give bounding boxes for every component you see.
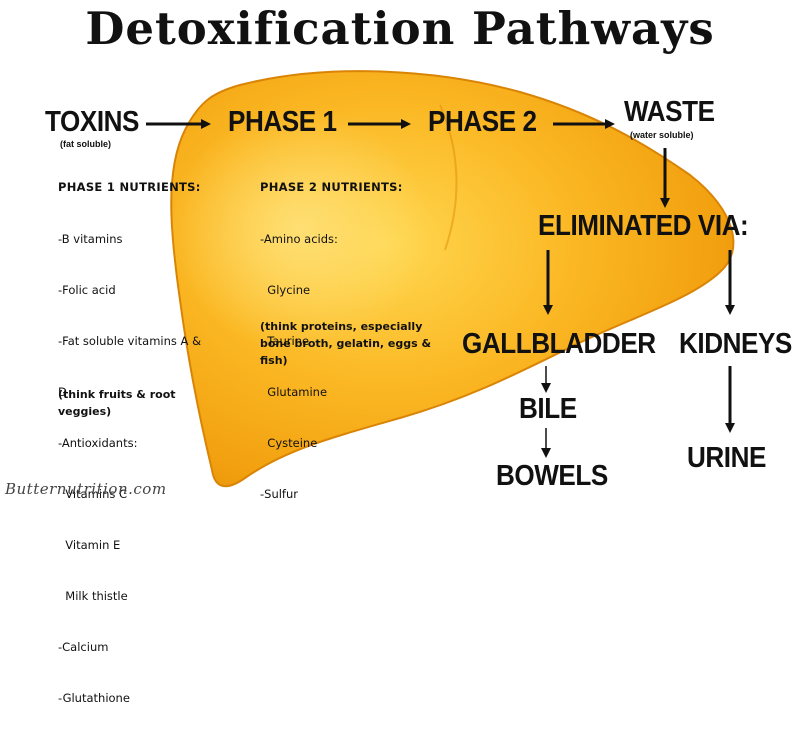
phase1-label: PHASE 1 — [228, 106, 337, 138]
urine-label: URINE — [687, 442, 766, 474]
list-item: Milk thistle — [58, 589, 128, 603]
bile-label: BILE — [519, 393, 577, 425]
toxins-label: TOXINS — [45, 106, 139, 138]
list-item: Taurine — [260, 334, 310, 348]
eliminated-via-label: ELIMINATED VIA: — [538, 210, 749, 242]
list-item: Vitamin E — [58, 538, 121, 552]
list-item: -Amino acids: — [260, 232, 338, 246]
phase1-nutrients-note: (think fruits & root veggies) — [58, 388, 176, 418]
list-item: -Sulfur — [260, 487, 298, 501]
list-item: -Glutathione — [58, 691, 130, 705]
list-item: D — [58, 385, 67, 399]
list-item: -Calcium — [58, 640, 109, 654]
list-item: -Fat soluble vitamins A & — [58, 334, 202, 348]
page-title: Detoxification Pathways — [85, 2, 715, 55]
waste-note: (water soluble) — [630, 130, 694, 140]
phase2-nutrients-list: -Amino acids: Glycine Taurine Glutamine … — [260, 197, 338, 537]
phase2-label: PHASE 2 — [428, 106, 537, 138]
watermark-text: Butternutrition.com — [5, 480, 167, 498]
list-item: -Antioxidants: — [58, 436, 138, 450]
diagram: Detoxification Pathways TOXINS (fat solu… — [5, 2, 792, 705]
bowels-label: BOWELS — [496, 460, 608, 492]
phase1-nutrients-heading: PHASE 1 NUTRIENTS: — [58, 180, 201, 194]
kidneys-label: KIDNEYS — [679, 328, 792, 360]
phase1-nutrients-list: -B vitamins -Folic acid -Fat soluble vit… — [58, 197, 201, 741]
phase2-nutrients-heading: PHASE 2 NUTRIENTS: — [260, 180, 403, 194]
list-item: Vitamins C — [58, 487, 128, 501]
list-item: Glutamine — [260, 385, 328, 399]
list-item: -Folic acid — [58, 283, 116, 297]
phase2-nutrients-note: (think proteins, especially bone broth, … — [260, 320, 432, 367]
liver-illustration — [146, 70, 735, 488]
list-item: Glycine — [260, 283, 311, 297]
list-item: Cysteine — [260, 436, 318, 450]
waste-label: WASTE — [624, 96, 715, 128]
toxins-note: (fat soluble) — [60, 139, 111, 149]
gallbladder-label: GALLBLADDER — [462, 328, 656, 360]
list-item: -B vitamins — [58, 232, 123, 246]
